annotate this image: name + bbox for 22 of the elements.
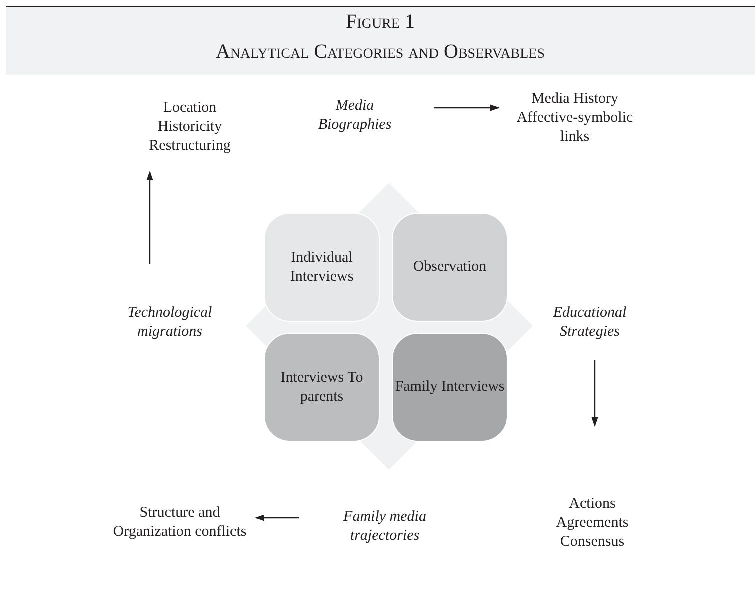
figure-caption: Analytical Categories and Observables	[214, 41, 546, 64]
observable-label: Media History Affective-symbolic links	[516, 90, 634, 146]
method-label: Family Interviews	[395, 378, 505, 397]
category-label: Media Biographies	[317, 97, 393, 135]
observable-label: Location Historicity Restructuring	[148, 98, 232, 156]
arrow	[255, 514, 299, 522]
method-label: Interviews To parents	[280, 368, 364, 406]
method-box	[264, 333, 380, 442]
arrow	[434, 104, 500, 112]
method-box	[264, 213, 380, 322]
category-label: Family media trajectories	[342, 508, 428, 546]
method-box	[392, 213, 508, 322]
arrow	[592, 360, 598, 427]
method-box	[392, 333, 508, 442]
method-label: Observation	[413, 258, 487, 277]
arrow	[146, 171, 154, 264]
observable-label: Actions Agreements Consensus	[555, 494, 630, 552]
observable-label: Structure and Organization conflicts	[112, 504, 248, 542]
figure-title: Figure 1	[345, 11, 416, 34]
category-label: Technological migrations	[126, 304, 214, 342]
method-label: Individual Interviews	[289, 248, 355, 286]
category-label: Educational Strategies	[552, 304, 628, 342]
